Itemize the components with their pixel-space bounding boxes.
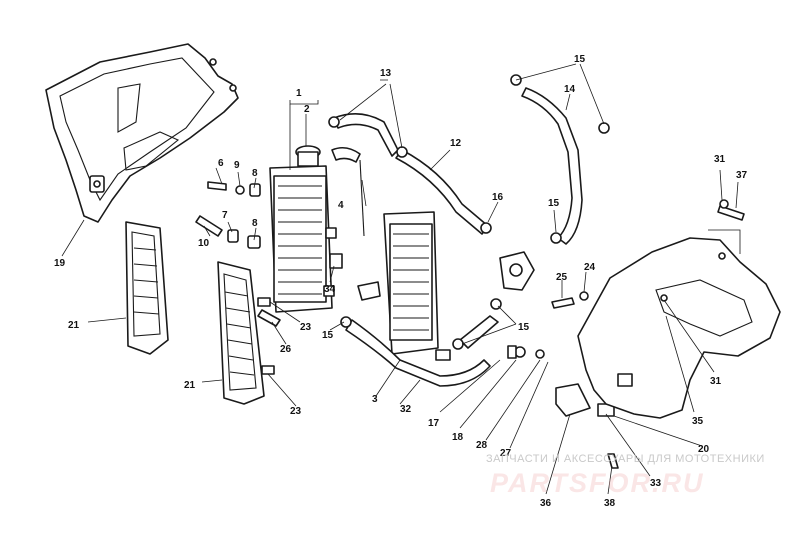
callout-13: 13 xyxy=(380,68,392,79)
callout-14: 14 xyxy=(564,84,576,95)
callout-33: 33 xyxy=(650,478,662,489)
louvre-grille-upper xyxy=(125,221,169,355)
brackets xyxy=(329,159,381,301)
callout-9: 9 xyxy=(234,160,240,171)
callout-15a: 15 xyxy=(574,54,586,65)
mounting-bracket xyxy=(555,383,615,417)
callout-15c: 15 xyxy=(518,322,530,333)
callout-23b: 23 xyxy=(290,406,302,417)
radiator-main xyxy=(269,145,337,313)
callout-4: 4 xyxy=(338,200,344,211)
radiator-secondary xyxy=(383,211,451,361)
coolant-hoses xyxy=(331,87,583,387)
watermark-logo: PARTSFOR.RU xyxy=(490,468,705,498)
callout-25: 25 xyxy=(556,272,568,283)
louvre-grille-lower xyxy=(217,261,275,405)
watermark-tagline: ЗАПЧАСТИ И АКСЕССУАРЫ ДЛЯ МОТОТЕХНИКИ xyxy=(486,453,765,465)
callout-17: 17 xyxy=(428,418,440,429)
callout-31b: 31 xyxy=(710,376,722,387)
callout-24: 24 xyxy=(584,262,596,273)
callout-labels: 1 2 3 4 6 7 8 8 9 10 12 13 14 15 15 15 1… xyxy=(54,54,748,509)
callout-8a: 8 xyxy=(252,168,258,179)
fasteners xyxy=(195,181,745,469)
hose-clamps xyxy=(328,74,610,350)
callout-21a: 21 xyxy=(68,320,80,331)
callout-6: 6 xyxy=(218,158,224,169)
callout-2: 2 xyxy=(304,104,310,115)
callout-23a: 23 xyxy=(300,322,312,333)
callout-12: 12 xyxy=(450,138,462,149)
callout-16: 16 xyxy=(492,192,504,203)
callout-1: 1 xyxy=(296,88,302,99)
right-radiator-shroud xyxy=(577,237,781,419)
callout-10: 10 xyxy=(198,238,210,249)
callout-36: 36 xyxy=(540,498,552,509)
callout-26: 26 xyxy=(280,344,292,355)
water-pump-fitting xyxy=(499,251,535,291)
callout-3: 3 xyxy=(372,394,378,405)
callout-37: 37 xyxy=(736,170,748,181)
callout-38: 38 xyxy=(604,498,616,509)
callout-28: 28 xyxy=(476,440,488,451)
callout-21b: 21 xyxy=(184,380,196,391)
callout-19: 19 xyxy=(54,258,66,269)
callout-15d: 15 xyxy=(322,330,334,341)
watermark: ЗАПЧАСТИ И АКСЕССУАРЫ ДЛЯ МОТОТЕХНИКИ PA… xyxy=(486,453,765,498)
callout-27: 27 xyxy=(500,448,512,459)
callout-8b: 8 xyxy=(252,218,258,229)
leader-lines xyxy=(61,63,741,495)
callout-31a: 31 xyxy=(714,154,726,165)
callout-20: 20 xyxy=(698,444,710,455)
left-radiator-shroud xyxy=(45,43,239,223)
callout-7: 7 xyxy=(222,210,228,221)
callout-35: 35 xyxy=(692,416,704,427)
callout-32: 32 xyxy=(400,404,412,415)
callout-34: 34 xyxy=(324,284,336,295)
callout-15b: 15 xyxy=(548,198,560,209)
callout-18: 18 xyxy=(452,432,464,443)
